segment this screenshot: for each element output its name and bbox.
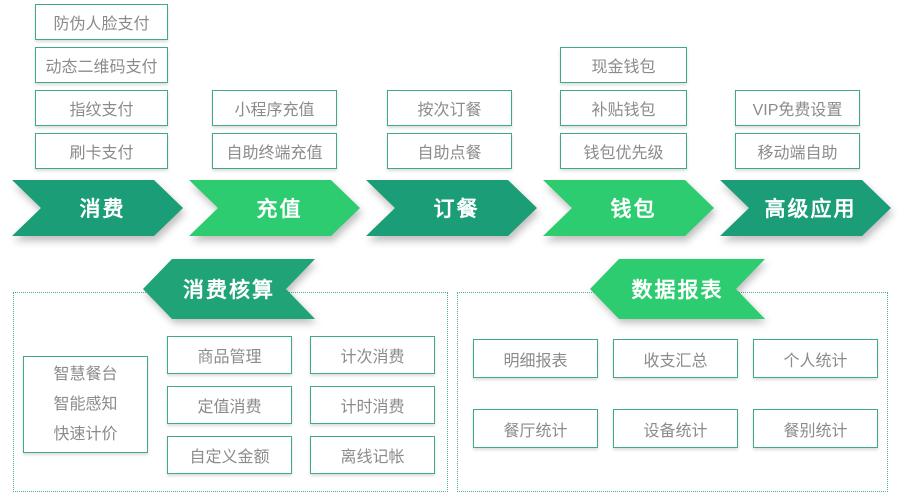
feature-box-selfservice-recharge: 自助终端充值 [212,133,337,169]
feature-box-cash-wallet: 现金钱包 [560,47,687,83]
stage-arrow-order: 订餐 [366,180,537,236]
feature-column-wallet: 现金钱包 补贴钱包 钱包优先级 [560,47,687,169]
report-box-restaurant-stats: 餐厅统计 [473,409,598,448]
stage-arrow-wallet: 钱包 [543,180,714,236]
stage-arrow-order-shape: 订餐 [366,180,537,236]
report-box-detail-report: 明细报表 [473,339,598,378]
stage-arrow-wallet-shape: 钱包 [543,180,714,236]
ribbon-consumption-accounting-shape: 消费核算 [143,259,315,319]
feature-box-fingerprint-pay: 指纹支付 [35,90,168,126]
panel-data-reports [457,292,888,492]
smart-table-line-2: 智能感知 [53,395,118,413]
item-box-timed-consume: 计时消费 [310,386,435,424]
item-box-fixed-value-consume: 定值消费 [167,386,292,424]
stage-arrow-advanced-shape: 高级应用 [720,180,891,236]
feature-box-miniprogram-recharge: 小程序充值 [212,90,337,126]
feature-box-subsidy-wallet: 补贴钱包 [560,90,687,126]
feature-column-advanced: VIP免费设置 移动端自助 [735,90,860,169]
feature-box-wallet-priority: 钱包优先级 [560,133,687,169]
feature-box-mobile-selfservice: 移动端自助 [735,133,860,169]
feature-column-recharge: 小程序充值 自助终端充值 [212,90,337,169]
item-box-count-consume: 计次消费 [310,336,435,374]
smart-table-line-3: 快速计价 [53,425,118,443]
item-box-offline-billing: 离线记帐 [310,436,435,474]
feature-box-card-pay: 刷卡支付 [35,133,168,169]
item-box-product-management: 商品管理 [167,336,292,374]
feature-column-order: 按次订餐 自助点餐 [387,90,512,169]
stage-arrow-recharge-shape: 充值 [189,180,360,236]
feature-box-dynamic-qr-pay: 动态二维码支付 [35,47,168,83]
feature-box-selfservice-order: 自助点餐 [387,133,512,169]
ribbon-data-reports-shape: 数据报表 [590,259,765,319]
stage-arrow-consume-shape: 消费 [12,180,183,236]
stage-arrow-recharge: 充值 [189,180,360,236]
stage-arrow-advanced: 高级应用 [720,180,891,236]
smart-table-panel: 智慧餐台 智能感知 快速计价 [23,356,148,453]
ribbon-consumption-accounting: 消费核算 [143,259,315,319]
report-box-income-expense: 收支汇总 [613,339,738,378]
stage-arrow-consume: 消费 [12,180,183,236]
report-box-device-stats: 设备统计 [613,409,738,448]
feature-box-anti-fake-face-pay: 防伪人脸支付 [35,4,168,40]
report-box-personal-stats: 个人统计 [753,339,878,378]
feature-box-per-time-order: 按次订餐 [387,90,512,126]
feature-box-vip-free-setting: VIP免费设置 [735,90,860,126]
report-box-meal-type-stats: 餐别统计 [753,409,878,448]
feature-column-consume: 防伪人脸支付 动态二维码支付 指纹支付 刷卡支付 [35,4,168,169]
item-box-custom-amount: 自定义金额 [167,436,292,474]
smart-table-line-1: 智慧餐台 [53,365,118,383]
ribbon-data-reports: 数据报表 [590,259,765,319]
